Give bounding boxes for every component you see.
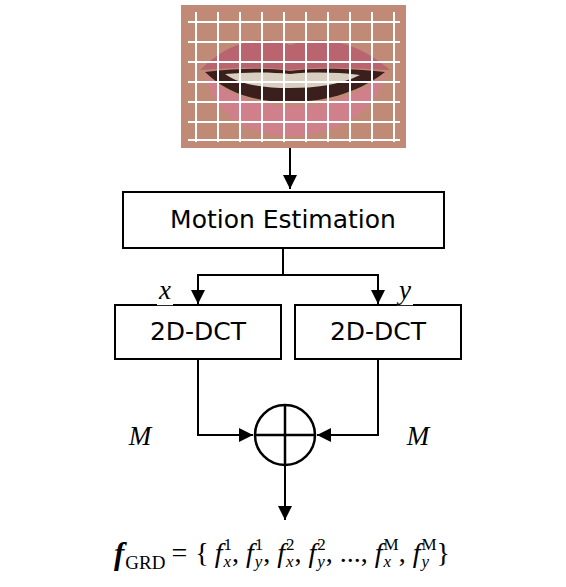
subscript: x	[384, 553, 392, 570]
mouth-photo	[181, 5, 406, 148]
formula-token: ...	[340, 539, 361, 567]
box-label: 2D-DCT	[150, 317, 246, 347]
plus-sign	[255, 405, 315, 465]
merge-wire	[198, 360, 253, 435]
output-arrow	[284, 465, 286, 520]
formula-token: f	[375, 539, 383, 567]
flow-arrow	[198, 249, 283, 304]
box-label: Motion Estimation	[170, 205, 396, 235]
superscript: M	[421, 536, 436, 553]
index-stack: My	[421, 536, 436, 570]
process-box: 2D-DCT	[294, 304, 462, 360]
index-stack: 1x	[223, 536, 232, 570]
flow-arrow	[283, 249, 378, 304]
formula-token: GRD	[125, 553, 165, 572]
formula-token: f	[413, 539, 421, 567]
superscript: 2	[286, 536, 295, 553]
superscript: 1	[223, 536, 232, 553]
formula-token: ,	[232, 539, 239, 567]
formula-token: ,	[326, 539, 333, 567]
formula-token: f	[277, 539, 285, 567]
sum-symbol	[255, 405, 315, 465]
grid-lines	[188, 12, 400, 142]
process-box: Motion Estimation	[122, 191, 445, 249]
formula-token: =	[171, 539, 187, 567]
formula-token: ,	[399, 539, 406, 567]
input-arrow	[289, 148, 291, 189]
subscript: y	[421, 553, 429, 570]
superscript: M	[384, 536, 399, 553]
formula-token: f	[114, 538, 124, 569]
superscript: 2	[317, 536, 326, 553]
formula-token: f	[309, 539, 317, 567]
feature-vector: fGRD={f1x,f1y,f2x,f2y,...,fMx,fMy}	[114, 536, 456, 570]
index-stack: 1y	[255, 536, 264, 570]
teeth	[225, 73, 360, 89]
formula-token: ,	[361, 539, 368, 567]
upper-lip	[200, 40, 390, 70]
coefficient-count: M	[405, 422, 432, 452]
formula-token: f	[215, 539, 223, 567]
box-label: 2D-DCT	[330, 317, 426, 347]
subscript: x	[286, 553, 294, 570]
formula-token: f	[246, 539, 254, 567]
index-stack: 2y	[317, 536, 326, 570]
signal-label: x	[157, 276, 173, 306]
process-box: 2D-DCT	[114, 304, 282, 360]
subscript: x	[223, 553, 231, 570]
index-stack: 2x	[286, 536, 295, 570]
formula-token: ,	[263, 539, 270, 567]
signal-label: y	[397, 276, 413, 306]
mouth-opening	[205, 69, 385, 102]
merge-wire	[317, 360, 378, 435]
superscript: 1	[255, 536, 264, 553]
coefficient-count: M	[127, 422, 154, 452]
skin-background	[181, 5, 406, 148]
formula-token: ,	[295, 539, 302, 567]
subscript: y	[317, 553, 325, 570]
formula-token: }	[437, 539, 450, 567]
index-stack: Mx	[384, 536, 399, 570]
formula-token: {	[195, 539, 208, 567]
subscript: y	[255, 553, 263, 570]
